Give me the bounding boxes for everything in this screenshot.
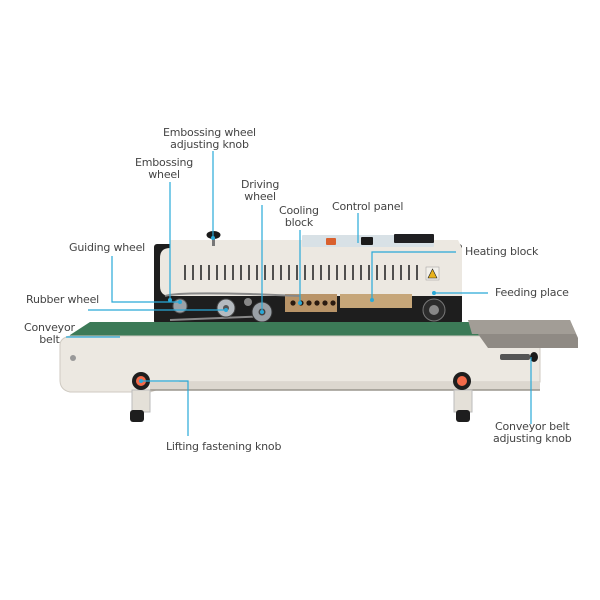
label-rubber-wheel: Rubber wheel <box>26 293 100 306</box>
label-line: Conveyor <box>24 321 75 334</box>
label-line: Driving <box>241 178 280 191</box>
label-embossing-wheel-adjusting-knob: Embossing wheel adjusting knob <box>163 127 256 151</box>
label-conveyor-belt: Conveyor belt <box>24 322 75 346</box>
label-line: wheel <box>148 168 180 181</box>
label-line: Embossing wheel <box>163 126 256 139</box>
label-line: Cooling <box>279 204 319 217</box>
label-line: Conveyor belt <box>495 420 570 433</box>
label-lifting-fastening-knob: Lifting fastening knob <box>166 440 282 453</box>
label-driving-wheel: Driving wheel <box>241 179 279 203</box>
label-line: belt <box>39 333 60 346</box>
label-line: wheel <box>244 190 276 203</box>
label-line: adjusting knob <box>493 432 572 445</box>
label-line: Embossing <box>135 156 194 169</box>
label-guiding-wheel: Guiding wheel <box>69 241 146 254</box>
wheel-mechanism <box>164 292 446 323</box>
label-conveyor-belt-adjusting-knob: Conveyor belt adjusting knob <box>493 421 572 445</box>
conveyor <box>59 320 578 422</box>
label-line: block <box>284 216 313 229</box>
label-feeding-place: Feeding place <box>495 286 569 299</box>
label-heating-block: Heating block <box>465 245 539 258</box>
label-line: adjusting knob <box>170 138 249 151</box>
label-control-panel: Control panel <box>332 200 404 213</box>
leader-lines <box>66 151 532 436</box>
label-cooling-block: Cooling block <box>279 205 319 229</box>
label-embossing-wheel: Embossing wheel <box>135 157 193 181</box>
